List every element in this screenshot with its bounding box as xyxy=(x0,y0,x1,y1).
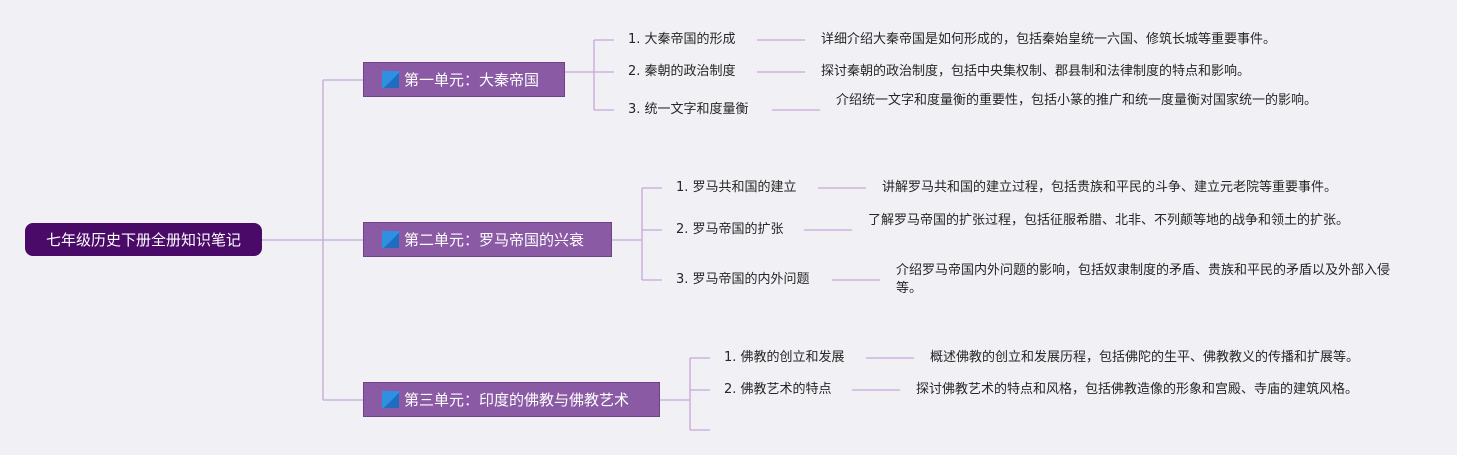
topic-node[interactable]: 3. 统一文字和度量衡 xyxy=(628,102,749,117)
unit-node-2[interactable]: 第二单元：罗马帝国的兴衰 xyxy=(363,222,612,257)
topic-description: 探讨秦朝的政治制度，包括中央集权制、郡县制和法律制度的特点和影响。 xyxy=(821,64,1251,79)
topic-node[interactable]: 1. 罗马共和国的建立 xyxy=(676,180,797,195)
root-node[interactable]: 七年级历史下册全册知识笔记 xyxy=(25,223,262,256)
topic-description: 讲解罗马共和国的建立过程，包括贵族和平民的斗争、建立元老院等重要事件。 xyxy=(882,180,1338,195)
blue-square-icon xyxy=(382,391,399,408)
topic-node[interactable]: 3. 罗马帝国的内外问题 xyxy=(676,272,810,287)
topic-node[interactable]: 2. 佛教艺术的特点 xyxy=(724,382,832,397)
topic-node[interactable]: 2. 秦朝的政治制度 xyxy=(628,64,736,79)
topic-description: 介绍统一文字和度量衡的重要性，包括小篆的推广和统一度量衡对国家统一的影响。 xyxy=(836,93,1318,108)
topic-description: 介绍罗马帝国内外问题的影响，包括奴隶制度的矛盾、贵族和平民的矛盾以及外部入侵等。 xyxy=(896,263,1391,296)
topic-node[interactable]: 1. 佛教的创立和发展 xyxy=(724,350,845,365)
unit-title: 第二单元：罗马帝国的兴衰 xyxy=(404,231,585,249)
topic-description: 了解罗马帝国的扩张过程，包括征服希腊、北非、不列颠等地的战争和领土的扩张。 xyxy=(868,213,1350,228)
blue-square-icon xyxy=(382,231,399,248)
blue-square-icon xyxy=(382,71,399,88)
topic-node[interactable]: 2. 罗马帝国的扩张 xyxy=(676,222,784,237)
topic-description: 详细介绍大秦帝国是如何形成的，包括秦始皇统一六国、修筑长城等重要事件。 xyxy=(821,32,1277,47)
topic-description: 探讨佛教艺术的特点和风格，包括佛教造像的形象和宫殿、寺庙的建筑风格。 xyxy=(916,382,1359,397)
topic-description: 概述佛教的创立和发展历程，包括佛陀的生平、佛教教义的传播和扩展等。 xyxy=(930,350,1360,365)
unit-title: 第一单元：大秦帝国 xyxy=(404,71,540,89)
topic-node[interactable]: 1. 大秦帝国的形成 xyxy=(628,32,736,47)
unit-title: 第三单元：印度的佛教与佛教艺术 xyxy=(404,391,630,409)
unit-node-3[interactable]: 第三单元：印度的佛教与佛教艺术 xyxy=(363,382,660,417)
unit-node-1[interactable]: 第一单元：大秦帝国 xyxy=(363,62,565,97)
